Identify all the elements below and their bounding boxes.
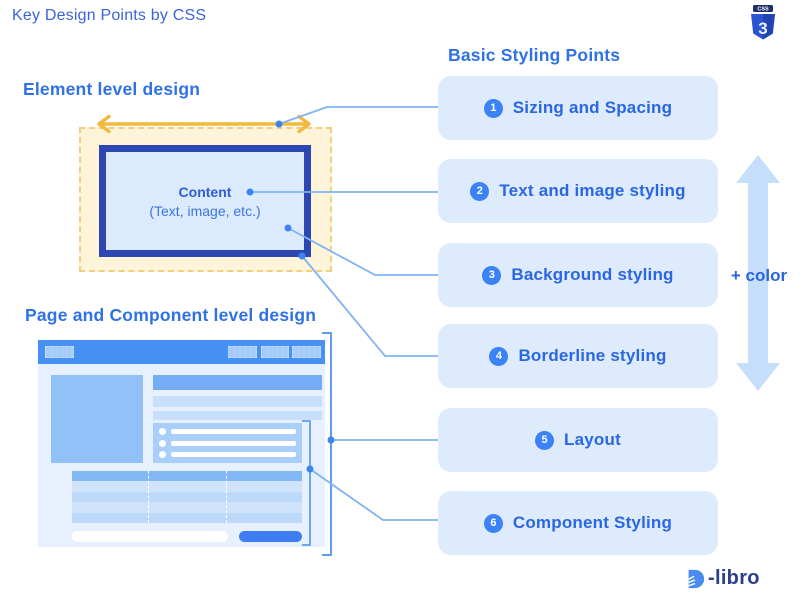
styling-point-card-4: 4 Borderline styling	[438, 324, 718, 388]
mockup-list-item	[159, 439, 296, 447]
mockup-table-divider	[148, 471, 149, 523]
styling-point-label: Component Styling	[512, 513, 673, 532]
dlibro-icon	[685, 569, 705, 588]
step-number-badge: 1	[483, 98, 503, 118]
step-number-badge: 2	[470, 181, 490, 201]
step-number-badge: 3	[482, 265, 502, 285]
page-section-heading: Page and Component level design	[25, 305, 317, 325]
page-title: Key Design Points by CSS	[12, 7, 207, 24]
mockup-text-row	[153, 396, 322, 407]
step-number-badge: 5	[535, 430, 555, 450]
styling-point-label: Text and image styling	[499, 181, 686, 200]
styling-point-card-6: 6 Component Styling	[438, 491, 718, 555]
mockup-heading-bar	[153, 375, 322, 390]
brand-logo: -libro	[684, 567, 760, 590]
step-number-badge: 6	[483, 513, 503, 533]
content-box-subtitle: (Text, image, etc.)	[149, 202, 261, 219]
mockup-list-line	[171, 452, 296, 458]
element-section-heading: Element level design	[23, 79, 201, 99]
mockup-table-row	[72, 502, 302, 513]
mockup-nav-block	[292, 346, 321, 358]
mockup-table-row	[72, 491, 302, 502]
styling-points-heading: Basic Styling Points	[448, 45, 621, 65]
content-box: Content (Text, image, etc.)	[99, 145, 311, 257]
css3-logo-label: CSS	[757, 7, 769, 13]
bullet-icon	[159, 451, 166, 459]
styling-point-label: Sizing and Spacing	[512, 98, 673, 117]
mockup-table	[72, 471, 302, 523]
mockup-list-line	[171, 440, 296, 446]
mockup-list-item	[159, 451, 296, 459]
mockup-list-item	[159, 427, 296, 435]
content-box-title: Content	[178, 183, 232, 200]
page-mockup	[38, 340, 325, 547]
styling-point-card-1: 1 Sizing and Spacing	[438, 76, 718, 140]
mockup-input-pill	[72, 531, 228, 542]
styling-point-label: Background styling	[511, 265, 674, 284]
mockup-sidebar-block	[51, 375, 143, 463]
connector-component	[309, 468, 438, 521]
step-number-badge: 4	[489, 346, 509, 366]
styling-point-card-3: 3 Background styling	[438, 243, 718, 307]
styling-point-label: Borderline styling	[518, 346, 667, 365]
mockup-nav-block	[261, 346, 289, 358]
css3-logo-number: 3	[758, 19, 767, 38]
mockup-table-divider	[226, 471, 227, 523]
bullet-icon	[159, 427, 166, 435]
styling-point-card-5: 5 Layout	[438, 408, 718, 472]
bullet-icon	[159, 439, 166, 447]
mockup-table-header	[72, 471, 302, 481]
styling-point-card-2: 2 Text and image styling	[438, 159, 718, 223]
mockup-button-pill	[239, 531, 302, 542]
css3-logo-icon: CSS 3	[750, 5, 776, 46]
connector-dot	[327, 436, 335, 444]
mockup-list-component	[153, 423, 302, 463]
connector-sizing	[278, 106, 438, 125]
styling-point-label: Layout	[564, 430, 621, 449]
mockup-list-line	[171, 428, 296, 434]
mockup-table-row	[72, 512, 302, 523]
mockup-text-row	[153, 411, 322, 420]
mockup-logo-block	[45, 346, 74, 358]
brand-logo-text: -libro	[708, 567, 760, 589]
mockup-table-row	[72, 481, 302, 492]
color-note-label: + color	[730, 266, 788, 285]
mockup-nav-block	[228, 346, 257, 358]
